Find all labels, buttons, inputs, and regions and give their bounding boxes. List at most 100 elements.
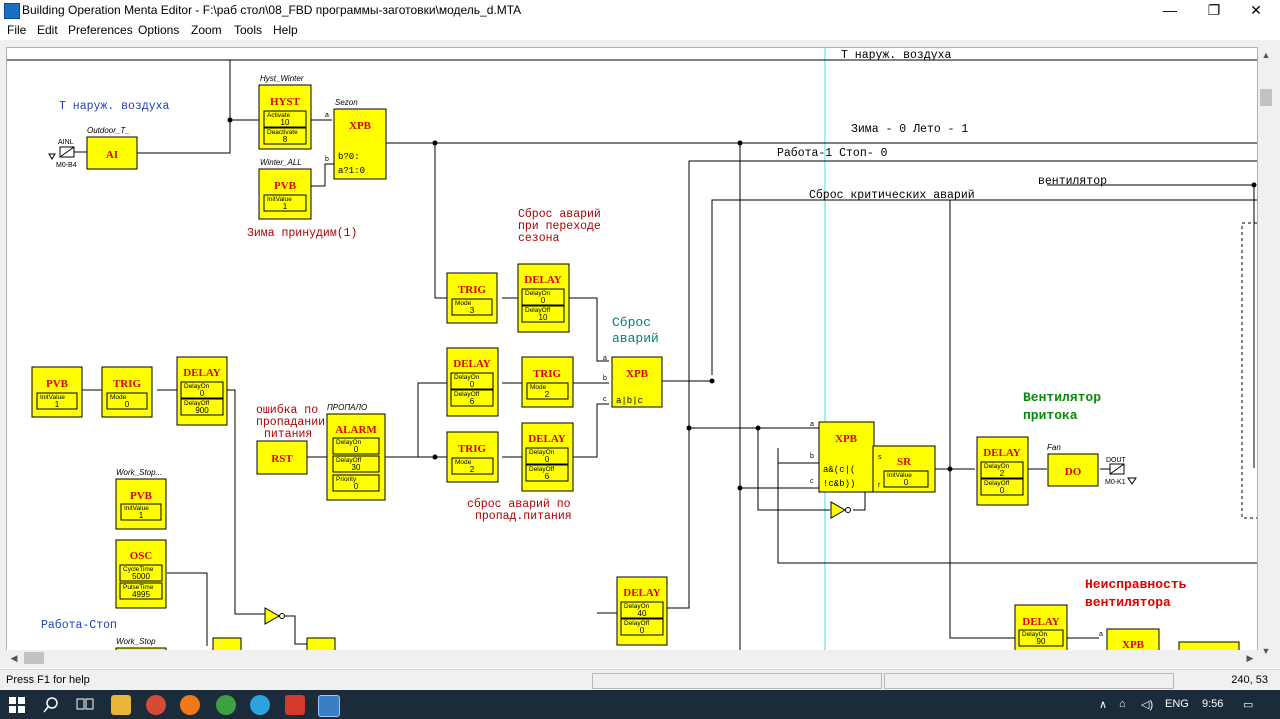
menu-tools[interactable]: Tools [234, 23, 263, 37]
clock[interactable]: 9:56 [1202, 698, 1224, 710]
param-value: 2 [545, 390, 550, 399]
block-delay-6[interactable]: DELAY DelayOn 40 DelayOff 0 [616, 576, 668, 646]
search-app-icon[interactable] [180, 695, 200, 715]
language-indicator[interactable]: ENG [1165, 698, 1189, 710]
maximize-button[interactable]: ❐ [1207, 2, 1221, 18]
block-title: DELAY [1022, 616, 1060, 628]
block-title: DELAY [528, 433, 566, 445]
block-hyst[interactable]: Hyst_Winter HYST Activate 10 Deactivate … [258, 74, 312, 150]
block-name: Sezon [335, 98, 358, 107]
block-pvb-workstop[interactable]: Work_Stop... PVB InitValue 1 [115, 468, 167, 530]
block-delay-5[interactable]: DELAY DelayOn 2 DelayOff 0 [976, 436, 1029, 506]
block-xpb-fault[interactable]: XPB a [1099, 628, 1240, 650]
search-icon[interactable] [43, 697, 59, 713]
network-icon[interactable]: ⌂ [1119, 698, 1126, 710]
param-box [980, 478, 1024, 496]
block-title: OSC [130, 550, 153, 562]
menu-bar: File Edit Preferences Options Zoom Tools… [0, 21, 1280, 40]
param-label: DelayOff [525, 307, 550, 314]
param-label: Deactivate [267, 129, 298, 136]
junction [947, 466, 953, 472]
task-view-icon[interactable] [76, 697, 94, 713]
notifications-icon[interactable]: ▭ [1243, 699, 1254, 711]
block-delay-7[interactable]: DELAY DelayOn 90 [1014, 604, 1068, 650]
param-label: DelayOn [184, 383, 210, 390]
close-button[interactable]: ✕ [1250, 2, 1262, 18]
menu-edit[interactable]: Edit [37, 23, 58, 37]
param-label: Mode [530, 384, 547, 391]
menta-editor-taskbar-icon[interactable] [318, 695, 340, 717]
block-pvb-winter[interactable]: Winter_ALL PVB InitValue 1 [258, 158, 312, 220]
scroll-up-icon[interactable]: ▲ [1261, 50, 1271, 60]
menu-options[interactable]: Options [138, 23, 180, 37]
param-value: 40 [638, 609, 647, 618]
block-sr[interactable]: SR InitValue 0 s r [872, 445, 936, 493]
junction [686, 425, 692, 431]
junction [709, 378, 715, 384]
telegram-icon[interactable] [250, 695, 270, 715]
volume-icon[interactable]: ◁) [1141, 699, 1154, 711]
junction [432, 140, 438, 146]
not-gate[interactable] [830, 501, 847, 519]
block-rst[interactable]: RST [256, 440, 308, 475]
fbd-canvas[interactable]: Outdoor_T_ AI AINL M0-B4 Hyst_Winter HYS… [6, 47, 1258, 651]
block-xpb-sezon[interactable]: Sezon XPB b?0: a?1:0 a b [325, 98, 387, 180]
param-box [980, 461, 1024, 479]
param-label: DelayOff [529, 466, 554, 473]
horizontal-scrollbar[interactable]: ◀ ▶ [6, 650, 1258, 666]
param-box [620, 601, 664, 619]
block-trig-4[interactable]: TRIG Mode 2 [446, 431, 499, 483]
param-label: DelayOff [624, 620, 649, 627]
fbd-diagram[interactable]: Outdoor_T_ AI AINL M0-B4 Hyst_Winter HYS… [7, 48, 1257, 650]
input-pin-label: c [810, 478, 814, 485]
param-value: 1 [55, 400, 60, 409]
block-trig-2[interactable]: TRIG Mode 0 [101, 366, 153, 418]
minimize-button[interactable]: — [1163, 2, 1177, 18]
utorrent-icon[interactable] [216, 695, 236, 715]
block-xpb-fan-logic[interactable]: XPB a&(c|( !c&b)) a b c [810, 421, 875, 493]
menu-preferences[interactable]: Preferences [68, 23, 133, 37]
label-fan-fault-1: Неисправность [1085, 577, 1187, 592]
label-work-stop: Работа-Стоп [41, 619, 117, 632]
block-delay-2[interactable]: DELAY DelayOn 0 DelayOff 900 [176, 356, 228, 426]
block-body [446, 347, 499, 417]
label-reset-season-2: при переходе [518, 220, 601, 233]
vertical-scrollbar[interactable]: ▲ ▼ [1258, 47, 1274, 659]
title-bar: Building Operation Menta Editor - F:\раб… [0, 0, 1280, 21]
vertical-scroll-thumb[interactable] [1260, 89, 1272, 106]
chrome-icon[interactable] [146, 695, 166, 715]
block-alarm[interactable]: ПРОПАЛО ALARM DelayOn 0 DelayOff 30 Prio… [326, 403, 386, 501]
wire [137, 120, 231, 154]
param-value: 8 [283, 135, 288, 144]
tray-chevron-icon[interactable]: ∧ [1099, 699, 1108, 711]
pdf-reader-icon[interactable] [285, 695, 305, 715]
block-delay-3[interactable]: DELAY DelayOn 0 DelayOff 6 [446, 347, 499, 417]
horizontal-scroll-thumb[interactable] [24, 652, 44, 664]
scroll-down-icon[interactable]: ▼ [1261, 646, 1271, 656]
block-delay-1[interactable]: DELAY DelayOn 0 DelayOff 10 [517, 263, 570, 333]
param-label: InitValue [40, 394, 65, 401]
block-title: DELAY [983, 447, 1021, 459]
file-explorer-icon[interactable] [111, 695, 131, 715]
menu-file[interactable]: File [7, 23, 27, 37]
block-do-fan[interactable]: Fan DO DOUT M0-K1 [1047, 443, 1137, 487]
block-pvb-2[interactable]: PVB InitValue 1 [31, 366, 83, 418]
block-trig-1[interactable]: TRIG Mode 3 [446, 272, 498, 324]
block-xpb-reset[interactable]: XPB a|b|c a b c [603, 355, 663, 408]
label-t-outdoor: Т наруж. воздуха [59, 100, 170, 113]
menu-zoom[interactable]: Zoom [191, 23, 222, 37]
block-body [521, 422, 574, 492]
param-box [620, 618, 664, 636]
block-ai[interactable]: Outdoor_T_ AI AINL M0-B4 [48, 126, 138, 170]
scroll-left-icon[interactable]: ◀ [10, 653, 18, 663]
block-delay-4[interactable]: DELAY DelayOn 0 DelayOff 6 [521, 422, 574, 492]
block-partial-bottom[interactable]: Work_Stop [115, 637, 336, 650]
scroll-right-icon[interactable]: ▶ [1246, 653, 1254, 663]
block-osc[interactable]: OSC CycleTime 5000 PulseTime 4995 [115, 539, 167, 609]
menu-help[interactable]: Help [273, 23, 298, 37]
block-body [872, 445, 936, 493]
not-gate[interactable] [264, 607, 281, 625]
param-label: Mode [110, 394, 127, 401]
block-trig-3[interactable]: TRIG Mode 2 [521, 356, 574, 408]
start-windows-icon[interactable] [9, 697, 25, 713]
